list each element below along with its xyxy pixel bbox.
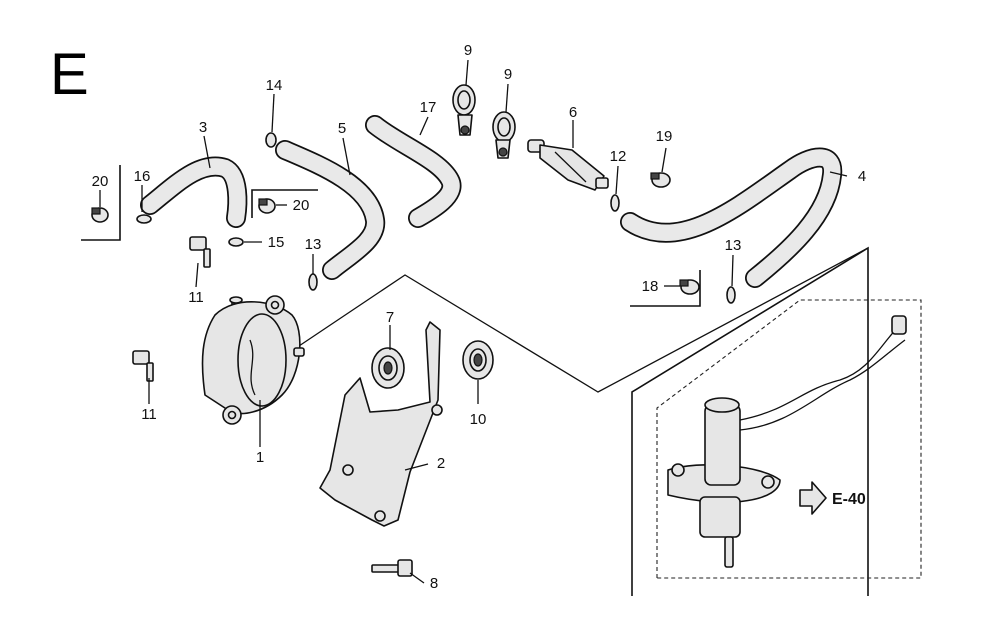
- hose-17: [365, 115, 462, 228]
- clip-16: [136, 214, 152, 224]
- part-number-9a: 9: [464, 42, 472, 59]
- clamp-20a: [91, 207, 109, 223]
- part-number-19: 19: [656, 128, 673, 145]
- clamp-19: [650, 172, 671, 188]
- part-number-10: 10: [470, 411, 487, 428]
- part-number-11a: 11: [188, 289, 204, 306]
- electric-fuel-pump: [667, 315, 907, 568]
- part-number-13a: 13: [305, 236, 322, 253]
- callout-frame-20b: [251, 189, 318, 218]
- callout-frame-20a: [81, 165, 121, 241]
- part-number-20b: 20: [293, 197, 310, 214]
- part-number-7: 7: [386, 309, 394, 326]
- part-number-13b: 13: [725, 237, 742, 254]
- clip-13b: [726, 286, 736, 304]
- hose-clamp-9b: [492, 111, 516, 159]
- hose-3: [140, 156, 248, 228]
- clip-12: [610, 194, 620, 212]
- part-number-4: 4: [858, 168, 866, 185]
- grommet-7: [371, 347, 405, 389]
- section-letter: E: [50, 42, 89, 107]
- clamp-18: [679, 279, 700, 295]
- part-number-14: 14: [266, 77, 283, 94]
- bracket-2: [319, 321, 443, 527]
- fuel-pump-1: [201, 295, 305, 425]
- part-number-12: 12: [610, 148, 627, 165]
- part-number-15: 15: [268, 234, 285, 251]
- part-number-5: 5: [338, 120, 346, 137]
- leader-lines: [99, 59, 848, 584]
- part-number-2: 2: [437, 455, 445, 472]
- bolt-8: [371, 559, 413, 577]
- clamp-20b: [258, 198, 276, 214]
- callout-frame-18: [630, 270, 701, 307]
- part-number-16: 16: [134, 168, 151, 185]
- part-number-8: 8: [430, 575, 438, 592]
- part-number-9b: 9: [504, 66, 512, 83]
- reference-label: E-40: [832, 491, 866, 508]
- hose-5: [275, 140, 386, 280]
- part-number-1: 1: [256, 449, 264, 466]
- part-number-11b: 11: [141, 406, 157, 423]
- hose-clamp-9a: [452, 84, 476, 136]
- fuel-filter-6: [527, 139, 609, 191]
- bolt-11a: [189, 236, 211, 268]
- part-number-3: 3: [199, 119, 207, 136]
- clip-14: [265, 132, 277, 148]
- assembly-outline: [295, 247, 869, 393]
- part-number-18: 18: [642, 278, 659, 295]
- bolt-11b: [132, 350, 154, 382]
- clip-13a: [308, 273, 318, 291]
- optional-pump-frame: [631, 246, 922, 596]
- part-number-20a: 20: [92, 173, 109, 190]
- part-number-6: 6: [569, 104, 577, 121]
- reference-arrow-e40: E-40: [799, 481, 866, 515]
- hose-4: [620, 147, 843, 288]
- grommet-10: [462, 340, 494, 380]
- clip-15: [228, 237, 244, 247]
- part-number-17: 17: [420, 99, 437, 116]
